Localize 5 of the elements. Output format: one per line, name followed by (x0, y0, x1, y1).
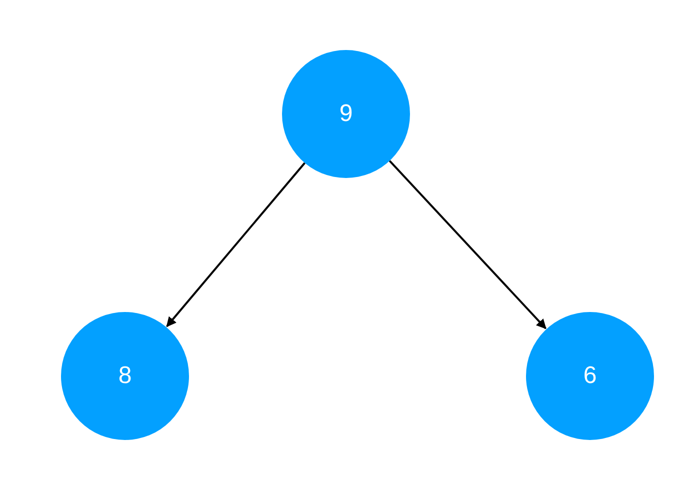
arrow (388, 160, 546, 330)
node-value: 9 (339, 102, 353, 126)
node-value: 6 (583, 364, 597, 388)
arrow (166, 162, 306, 328)
node-value: 8 (118, 364, 132, 388)
